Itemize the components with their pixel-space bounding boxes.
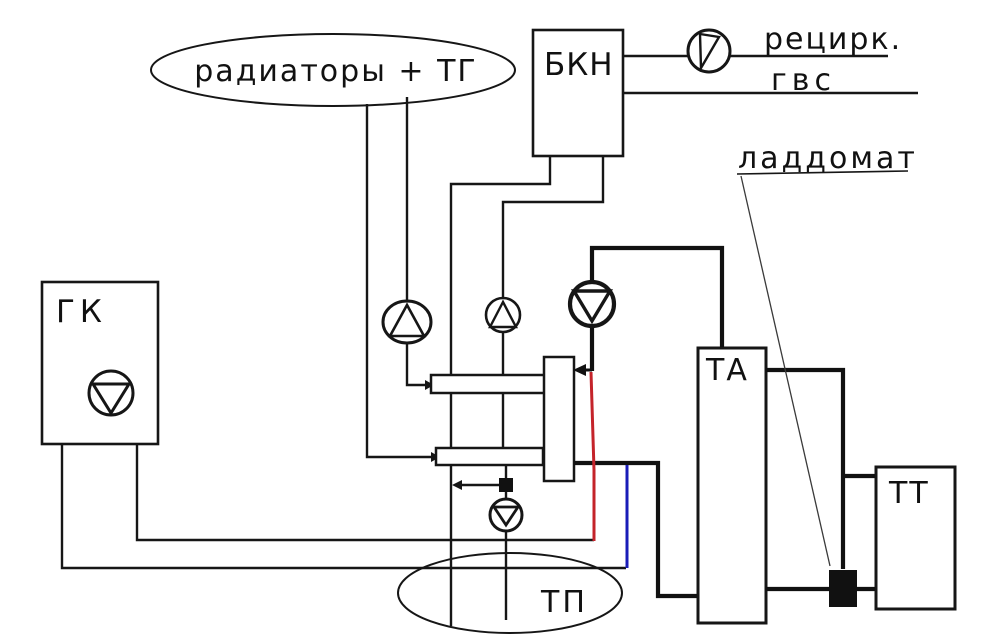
pipe-separator-to-ta-bottom [574, 460, 697, 599]
floor-heating-zone-ellipse [397, 552, 623, 634]
bkn-loop-pump-icon [484, 296, 522, 334]
pipe-gk-supply [135, 444, 594, 542]
gas-boiler-box [40, 280, 160, 446]
hydraulic-separator [542, 355, 576, 483]
arrow-into-upper-manifold [425, 380, 434, 390]
pipe-radiators-supply-lower [405, 341, 433, 387]
pipe-gk-return [60, 444, 626, 570]
arrow-into-separator [573, 364, 586, 376]
pipe-charge-pump-to-ta [589, 245, 725, 347]
supply-line-red [589, 371, 596, 541]
radiator-pump-icon [381, 299, 433, 345]
heat-accumulator-box [696, 346, 768, 625]
gas-boiler-pump-triangle-icon [90, 382, 132, 416]
floor-heating-label: ТП [540, 585, 588, 620]
recirc-label: рецирк. [764, 22, 902, 57]
dhw-label: гвс [771, 63, 836, 98]
gas-boiler-pump-icon [87, 369, 135, 417]
charge-pump-icon [567, 279, 617, 329]
recirc-pump-triangle-icon [698, 32, 721, 73]
arrow-valve-branch [452, 480, 462, 490]
pipe-radiators-return [365, 104, 440, 459]
laddomat-unit-icon [829, 570, 857, 607]
recirc-pump-icon [686, 28, 732, 74]
upper-manifold-bar [429, 373, 548, 395]
solid-fuel-boiler-box [874, 465, 957, 611]
indirect-boiler-label: БКН [544, 47, 614, 83]
radiators-zone-ellipse [150, 33, 516, 107]
charge-pump-triangle-icon [570, 289, 614, 325]
mixing-valve-icon [499, 478, 513, 492]
floor-pump-triangle-icon [491, 505, 521, 528]
laddomat-underline [736, 170, 909, 175]
solid-fuel-boiler-label: ТТ [888, 476, 930, 511]
heat-accumulator-label: ТА [705, 353, 749, 388]
pipe-ta-to-laddomat [766, 367, 846, 569]
laddomat-pointer-line [740, 175, 831, 567]
radiators-label: радиаторы + ТГ [194, 54, 477, 89]
indirect-boiler-box [531, 28, 625, 158]
lower-manifold-bar [434, 446, 545, 467]
gas-boiler-label: ГК [56, 294, 107, 330]
bkn-loop-pump-triangle-icon [488, 299, 518, 329]
pipe-bkn-left-drop [449, 157, 552, 626]
radiator-pump-triangle-icon [387, 302, 427, 338]
laddomat-label: ладдомат [738, 141, 918, 176]
